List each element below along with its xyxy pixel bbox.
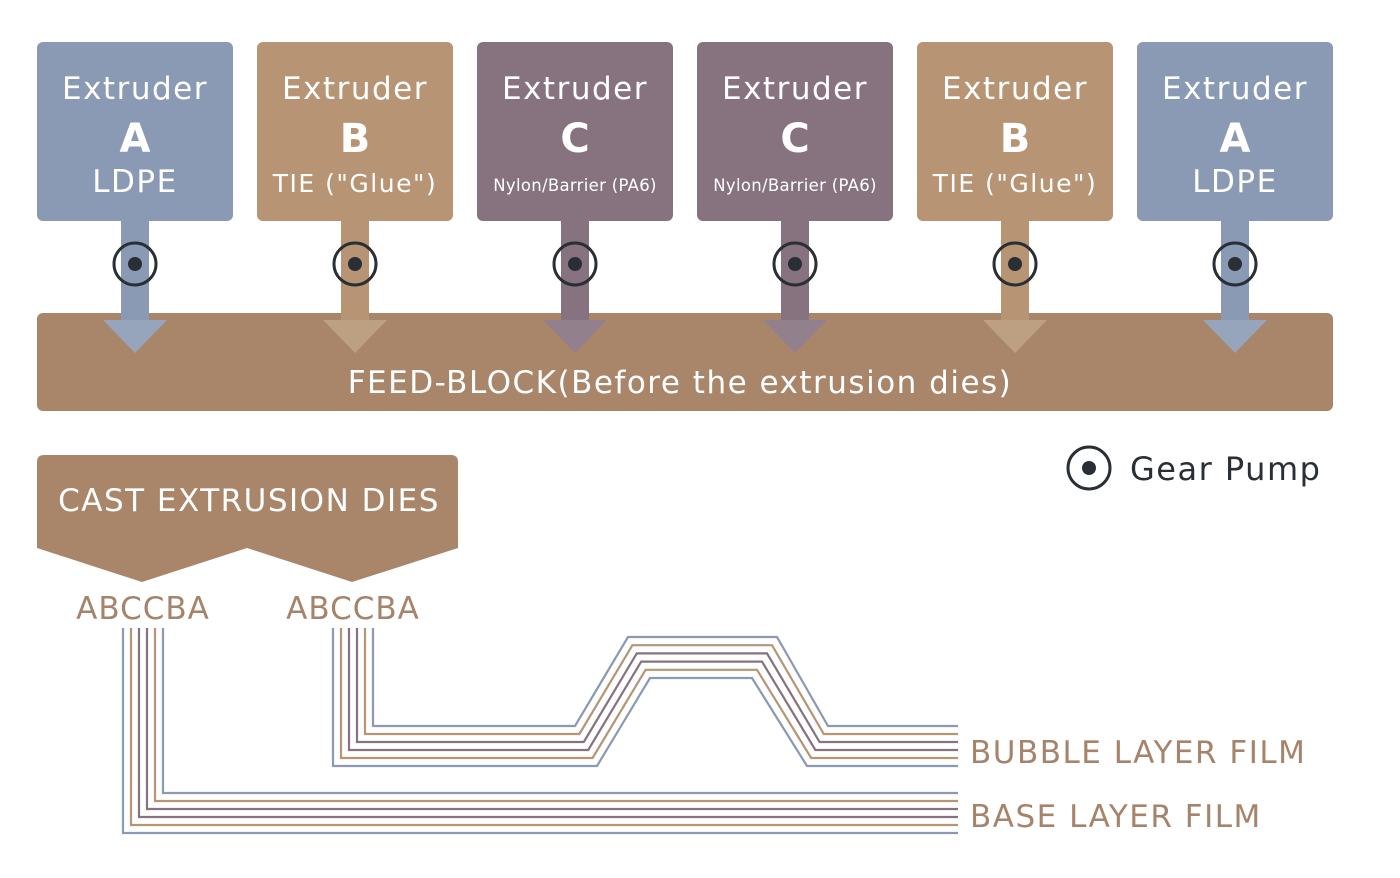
gear-pump-icon [772, 241, 818, 287]
legend-gear-pump: Gear Pump [1066, 445, 1321, 491]
film-layer-line-b [153, 628, 958, 803]
film-layer-line-a [371, 628, 958, 728]
extruder-title: Extruder [722, 71, 868, 107]
die-output-left: ABCCBA [76, 591, 210, 627]
die-right [247, 455, 458, 582]
film-layer-line-b [339, 628, 958, 760]
dies-label: CAST EXTRUSION DIES [58, 483, 440, 519]
gear-pump-icon [992, 241, 1038, 287]
extruder-box [37, 42, 233, 221]
extruder-material: TIE ("Glue") [272, 169, 437, 198]
bubble-film-label: BUBBLE LAYER FILM [970, 735, 1306, 771]
extruder-box [917, 42, 1113, 221]
extruder-material: LDPE [1192, 164, 1277, 200]
extruder-title: Extruder [502, 71, 648, 107]
extruder-letter: C [780, 116, 809, 162]
extruder-title: Extruder [942, 71, 1088, 107]
film-layer-line-c [145, 628, 958, 811]
gear-pump-icon [112, 241, 158, 287]
film-layer-line-c [355, 628, 958, 744]
extruder-title: Extruder [282, 71, 428, 107]
bubble-layer-lines [331, 628, 958, 768]
extruder-box [697, 42, 893, 221]
gear-pump-icon [552, 241, 598, 287]
extruder-material: TIE ("Glue") [932, 169, 1097, 198]
extruder-material: Nylon/Barrier (PA6) [493, 176, 657, 195]
gear-pump-label: Gear Pump [1130, 450, 1321, 488]
gear-pump-icon [332, 241, 378, 287]
film-layer-line-c [137, 628, 958, 819]
film-layer-line-a [121, 628, 958, 835]
extruder-box [1137, 42, 1333, 221]
film-layer-line-a [331, 628, 958, 768]
flow-arrow-head [983, 320, 1047, 353]
extruder-box [257, 42, 453, 221]
flow-arrow-head [103, 320, 167, 353]
extruder-letter: A [1220, 116, 1251, 162]
extruder-title: Extruder [62, 71, 208, 107]
extruder-letter: C [560, 116, 589, 162]
flow-arrow-head [543, 320, 607, 353]
flow-arrow-head [323, 320, 387, 353]
film-layer-line-a [161, 628, 958, 795]
flow-arrow-head [1203, 320, 1267, 353]
extruder-letter: B [340, 116, 371, 162]
film-layer-line-b [129, 628, 958, 827]
feed-block-label: FEED-BLOCK(Before the extrusion dies) [348, 365, 1013, 401]
gear-pump-icon [1212, 241, 1258, 287]
die-output-right: ABCCBA [286, 591, 420, 627]
gear-pump-icon [1066, 445, 1112, 491]
extruder-letter: A [120, 116, 151, 162]
extruder-title: Extruder [1162, 71, 1308, 107]
film-layer-line-c [347, 628, 958, 752]
extruder-material: Nylon/Barrier (PA6) [713, 176, 877, 195]
base-film-label: BASE LAYER FILM [970, 799, 1262, 835]
extruder-material: LDPE [92, 164, 177, 200]
extruder-letter: B [1000, 116, 1031, 162]
base-layer-lines [121, 628, 958, 835]
flow-arrow-head [763, 320, 827, 353]
cast-extrusion-dies: CAST EXTRUSION DIES ABCCBA ABCCBA [37, 455, 458, 627]
extruder-box [477, 42, 673, 221]
film-layer-line-b [363, 628, 958, 736]
die-left [37, 455, 247, 582]
